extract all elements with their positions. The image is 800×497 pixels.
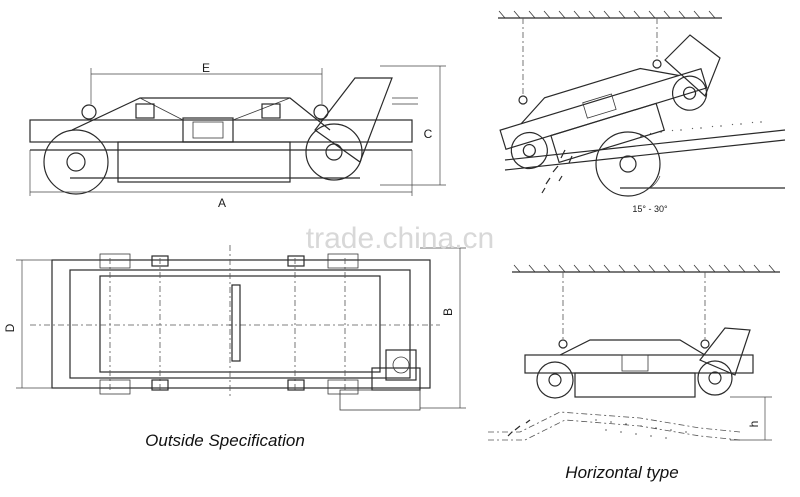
- plan-motor-shaft: [392, 356, 410, 374]
- plan-bearing-1: [151, 255, 169, 267]
- caption-outside-specification: Outside Specification: [145, 431, 305, 450]
- inclined-hook-left: [518, 95, 528, 105]
- inclined-conveyor-bottom: [504, 139, 786, 171]
- plan-center-slot: [231, 284, 241, 362]
- dim-b-label: B: [441, 308, 455, 316]
- plan-bearing-3: [151, 379, 169, 391]
- inclined-center-block: [582, 93, 617, 119]
- inclined-hook-right: [652, 59, 662, 69]
- inclined-ceiling-hatch: [498, 10, 716, 19]
- plan-bracket-1: [99, 253, 131, 269]
- horizontal-falling-metal: [507, 419, 531, 437]
- side-bearing-right: [261, 103, 281, 119]
- caption-horizontal-type: Horizontal type: [565, 463, 678, 482]
- horizontal-center-block: [621, 354, 649, 372]
- horizontal-hook-right: [700, 339, 710, 349]
- side-right-pulley: [305, 123, 363, 181]
- plan-bracket-2: [327, 253, 359, 269]
- horizontal-arm: [699, 327, 751, 376]
- dim-a-label: A: [218, 196, 226, 210]
- inclined-arm: [664, 34, 721, 98]
- plan-outer-frame: [51, 259, 431, 389]
- horizontal-conveyor-trough-2: [488, 419, 741, 441]
- inclined-right-pulley-hub: [682, 86, 697, 100]
- dim-h-label: h: [747, 421, 761, 428]
- plan-bracket-3: [99, 379, 131, 395]
- watermark-text: trade.china.cn: [306, 222, 494, 255]
- plan-bearing-2: [287, 255, 305, 267]
- inclined-material: [640, 121, 762, 137]
- inclined-left-pulley: [510, 131, 548, 170]
- inclined-angle-arc: [645, 175, 661, 191]
- side-elevation-view: E A C: [29, 61, 446, 210]
- dim-c-label: C: [424, 127, 433, 141]
- plan-bracket-4: [327, 379, 359, 395]
- side-center-block: [182, 117, 234, 143]
- side-inclined-arm: [314, 77, 393, 163]
- plan-inner-frame: [69, 269, 411, 379]
- horizontal-material: [595, 419, 687, 439]
- side-lift-eye-right: [313, 104, 329, 120]
- inclined-left-pulley-hub: [522, 143, 536, 158]
- inclined-conveyor-pulley: [595, 131, 661, 197]
- side-truss-diag-left: [139, 97, 184, 121]
- side-left-pulley: [43, 129, 109, 195]
- inclined-truss: [520, 67, 680, 125]
- horizontal-right-pulley-hub: [708, 371, 722, 385]
- plan-belt: [99, 275, 381, 373]
- inclined-magnet-body: [550, 102, 666, 164]
- horizontal-ceiling-hatch: [513, 264, 776, 273]
- side-lift-eye-left: [81, 104, 97, 120]
- side-bearing-left: [135, 103, 155, 119]
- side-magnet-body: [117, 141, 291, 183]
- horizontal-frame: [524, 354, 754, 374]
- horizontal-hook-left: [558, 339, 568, 349]
- side-right-pulley-hub: [325, 143, 343, 161]
- inclined-installation-view: 15° - 30°: [498, 10, 786, 214]
- inclined-frame: [499, 68, 708, 151]
- plan-motor: [385, 349, 417, 381]
- inclined-conveyor-top: [504, 129, 786, 161]
- horizontal-conveyor-trough: [488, 411, 741, 433]
- inclined-falling-metal: [541, 149, 573, 194]
- plan-view: D B: [3, 245, 466, 411]
- plan-bearing-4: [287, 379, 305, 391]
- horizontal-magnet-body: [574, 372, 696, 398]
- inclined-angle-label: 15° - 30°: [632, 204, 668, 214]
- horizontal-truss: [559, 339, 706, 356]
- side-truss: [71, 97, 331, 131]
- plan-motor-guard: [339, 389, 421, 411]
- inclined-separator: [499, 67, 708, 170]
- horizontal-left-pulley: [536, 361, 574, 399]
- side-center-block-inner: [192, 121, 224, 139]
- dim-e-label: E: [202, 61, 210, 75]
- horizontal-left-pulley-hub: [548, 373, 562, 387]
- dim-d-label: D: [3, 323, 17, 332]
- inclined-conveyor-pulley-hub: [619, 155, 637, 173]
- horizontal-right-pulley: [697, 360, 733, 396]
- side-left-pulley-hub: [66, 152, 86, 172]
- horizontal-installation-view: h: [488, 264, 780, 441]
